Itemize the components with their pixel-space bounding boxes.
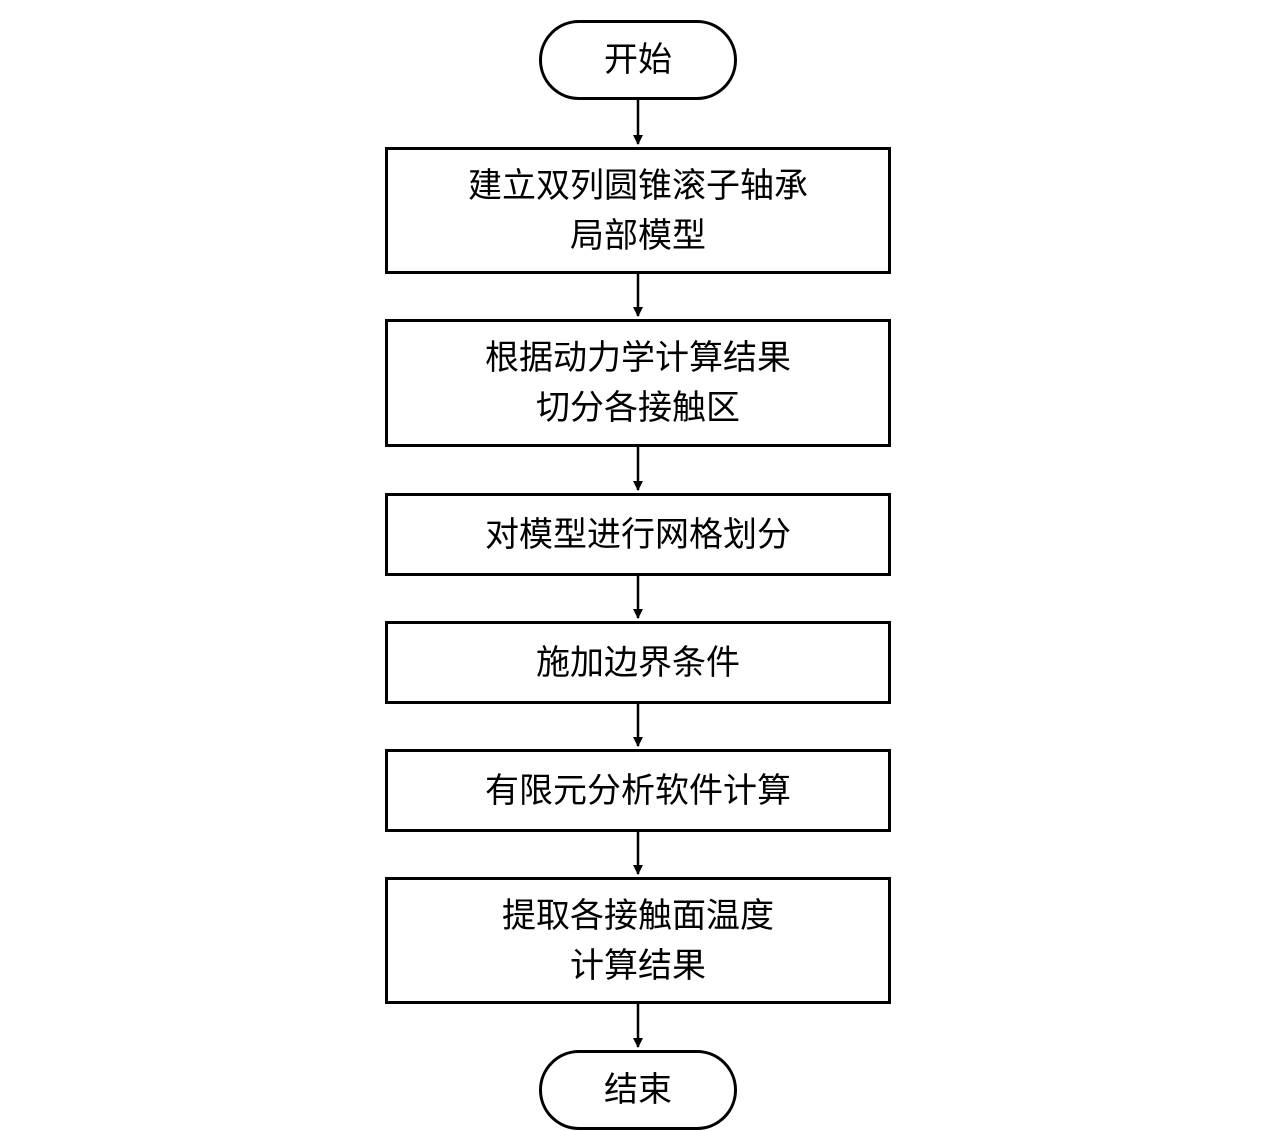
- step-partition-contact-zones: 根据动力学计算结果 切分各接触区: [385, 319, 891, 447]
- step-fea-computation-label: 有限元分析软件计算: [485, 770, 791, 811]
- step-mesh-model: 对模型进行网格划分: [385, 493, 891, 576]
- step-mesh-model-label: 对模型进行网格划分: [485, 514, 791, 555]
- step-boundary-conditions-label: 施加边界条件: [536, 642, 740, 683]
- step-partition-contact-zones-label: 根据动力学计算结果 切分各接触区: [485, 338, 791, 428]
- end-label: 结束: [604, 1070, 672, 1110]
- start-label: 开始: [604, 40, 672, 80]
- step-build-model: 建立双列圆锥滚子轴承 局部模型: [385, 147, 891, 274]
- end-terminal: 结束: [539, 1050, 737, 1130]
- step-build-model-label: 建立双列圆锥滚子轴承 局部模型: [468, 165, 808, 256]
- step-extract-temperature: 提取各接触面温度 计算结果: [385, 877, 891, 1004]
- step-extract-temperature-label: 提取各接触面温度 计算结果: [502, 895, 774, 986]
- step-boundary-conditions: 施加边界条件: [385, 621, 891, 704]
- start-terminal: 开始: [539, 20, 737, 100]
- step-fea-computation: 有限元分析软件计算: [385, 749, 891, 832]
